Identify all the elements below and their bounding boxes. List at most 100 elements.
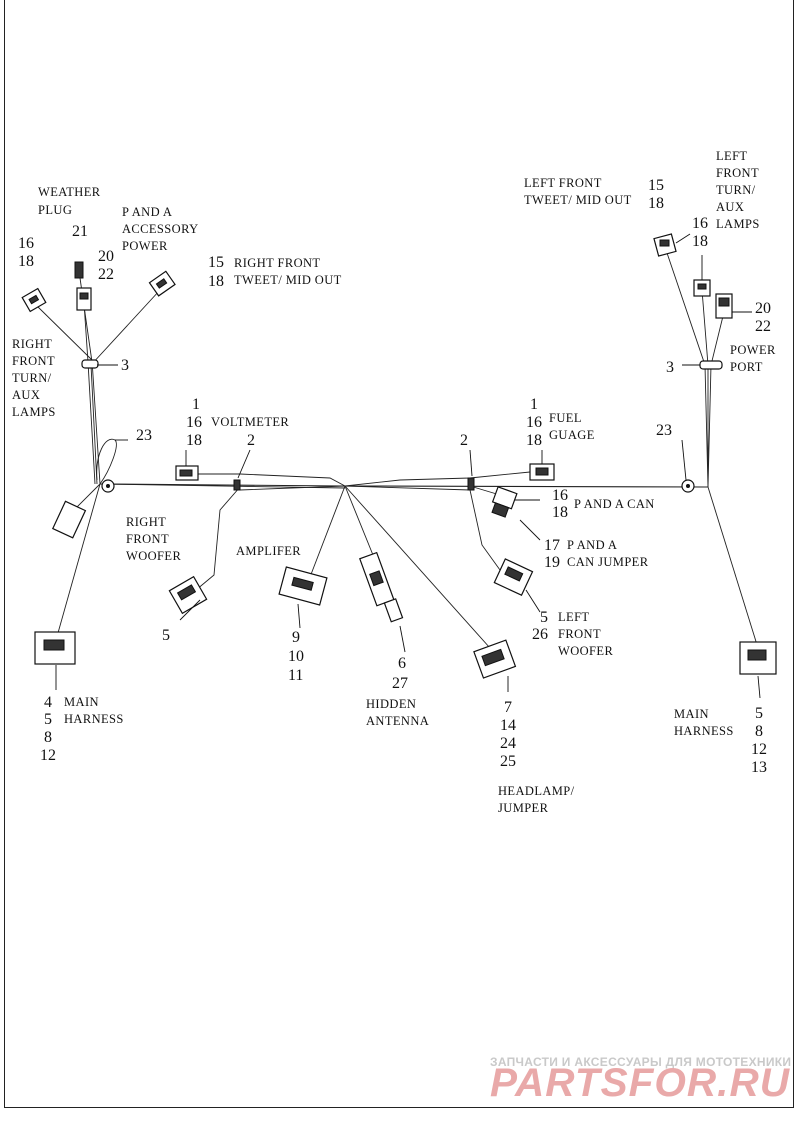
- label-accessory-power-3: POWER: [122, 239, 168, 253]
- label-main-harness-left-2: HARNESS: [64, 712, 124, 726]
- callout-left-front-turn-2: 18: [692, 233, 708, 250]
- callout-left-turn-2: 18: [18, 253, 34, 270]
- connector-accessory-power: [76, 287, 92, 311]
- label-accessory-power-1: P AND A: [122, 205, 172, 219]
- callout-left-clip: 3: [121, 357, 129, 374]
- connector-left-woofer: [493, 558, 534, 597]
- right-branch-wires: [665, 249, 759, 649]
- label-right-turn-1: RIGHT: [12, 337, 52, 351]
- label-right-tweet-1: RIGHT FRONT: [234, 256, 320, 270]
- connector-p-and-a-can: [491, 486, 518, 518]
- connector-left-front-turn: [693, 279, 711, 297]
- callout-antenna-2: 27: [392, 675, 408, 692]
- label-right-woofer-2: FRONT: [126, 532, 169, 546]
- label-left-woofer-1: LEFT: [558, 610, 589, 624]
- label-right-woofer-1: RIGHT: [126, 515, 166, 529]
- label-weather-plug-1: WEATHER: [38, 185, 101, 199]
- label-left-turn-2: FRONT: [716, 166, 759, 180]
- label-main-harness-left-1: MAIN: [64, 695, 99, 709]
- connector-weather-plug: [74, 261, 84, 279]
- callout-right-woofer: 5: [162, 627, 170, 644]
- callout-main-left-2: 5: [44, 711, 52, 728]
- watermark-tagline: ЗАПЧАСТИ И АКСЕССУАРЫ ДЛЯ МОТОТЕХНИКИ: [490, 1055, 791, 1069]
- connector-right-tweet: [148, 270, 176, 297]
- callout-numbers: 16 18 21 20 22 15 18 3 23 1 16 18 2 5 9 …: [18, 177, 771, 776]
- callout-accessory-power-2: 22: [98, 266, 114, 283]
- page-border: [4, 0, 794, 1108]
- label-right-tweet-2: TWEET/ MID OUT: [234, 273, 342, 287]
- label-amplifier: AMPLIFER: [236, 544, 301, 558]
- label-left-turn-4: AUX: [716, 200, 744, 214]
- fuel-clip: [467, 477, 475, 491]
- callout-headlamp-3: 24: [500, 735, 516, 752]
- connector-headlamp: [473, 639, 517, 679]
- label-accessory-power-2: ACCESSORY: [122, 222, 199, 236]
- leader-lines: [55, 233, 761, 699]
- label-voltmeter: VOLTMETER: [211, 415, 289, 429]
- callout-main-left-3: 8: [44, 729, 52, 746]
- callout-left-tweet-2: 18: [648, 195, 664, 212]
- connector-voltmeter: [175, 465, 199, 481]
- callout-left-grommet: 23: [136, 427, 152, 444]
- watermark: ЗАПЧАСТИ И АКСЕССУАРЫ ДЛЯ МОТОТЕХНИКИ PA…: [490, 1055, 791, 1105]
- callout-right-tweet-1: 15: [208, 254, 224, 271]
- callout-voltmeter-3: 18: [186, 432, 202, 449]
- callout-main-right-2: 8: [755, 723, 763, 740]
- right-grommet: [681, 479, 695, 493]
- callout-voltmeter-2: 16: [186, 414, 202, 431]
- lower-branch-wires: [195, 485, 501, 649]
- callout-main-left-4: 12: [40, 747, 56, 764]
- connector-right-woofer: [168, 575, 208, 615]
- callout-fuel-clip: 2: [460, 432, 468, 449]
- label-hidden-antenna-1: HIDDEN: [366, 697, 416, 711]
- label-right-woofer-3: WOOFER: [126, 549, 181, 563]
- label-left-tweet-2: TWEET/ MID OUT: [524, 193, 632, 207]
- label-left-turn-5: LAMPS: [716, 217, 760, 231]
- callout-main-right-4: 13: [751, 759, 767, 776]
- connector-left-tweet: [653, 233, 677, 257]
- label-main-harness-right-2: HARNESS: [674, 724, 734, 738]
- label-right-turn-5: LAMPS: [12, 405, 56, 419]
- label-weather-plug-2: PLUG: [38, 203, 72, 217]
- callout-amplifier-2: 10: [288, 648, 304, 665]
- label-headlamp-1: HEADLAMP/: [498, 784, 575, 798]
- callout-fuel-gauge-1: 1: [530, 396, 538, 413]
- label-can-jumper-1: P AND A: [567, 538, 617, 552]
- label-p-and-a-can: P AND A CAN: [574, 497, 655, 511]
- connector-main-right: [739, 641, 777, 675]
- watermark-logo: PARTSFOR.RU: [490, 1061, 790, 1105]
- callout-fuel-gauge-2: 16: [526, 414, 542, 431]
- callout-p-and-a-can-2: 18: [552, 504, 568, 521]
- label-left-turn-1: LEFT: [716, 149, 747, 163]
- callout-antenna-1: 6: [398, 655, 406, 672]
- label-right-turn-3: TURN/: [12, 371, 52, 385]
- label-power-port-2: PORT: [730, 360, 763, 374]
- callout-right-tweet-2: 18: [208, 273, 224, 290]
- callout-can-jumper-2: 19: [544, 554, 560, 571]
- callout-left-front-turn-1: 16: [692, 215, 708, 232]
- label-can-jumper-2: CAN JUMPER: [567, 555, 649, 569]
- callout-weather-plug: 21: [72, 223, 88, 240]
- label-hidden-antenna-2: ANTENNA: [366, 714, 429, 728]
- left-clip: [81, 359, 99, 369]
- label-power-port-1: POWER: [730, 343, 776, 357]
- left-branch-wires: [35, 277, 161, 641]
- callout-power-port-2: 22: [755, 318, 771, 335]
- connector-main-left: [34, 631, 76, 665]
- callout-left-woofer-2: 26: [532, 626, 548, 643]
- label-fuel-gauge-1: FUEL: [549, 411, 582, 425]
- label-headlamp-2: JUMPER: [498, 801, 549, 815]
- connector-left-turn: [21, 287, 47, 313]
- connector-fuel-gauge: [529, 463, 555, 481]
- connector-amplifier: [278, 566, 328, 606]
- callout-power-port-1: 20: [755, 300, 771, 317]
- callout-headlamp-2: 14: [500, 717, 516, 734]
- voltmeter-clip: [233, 479, 241, 491]
- label-right-turn-4: AUX: [12, 388, 40, 402]
- callout-headlamp-1: 7: [504, 699, 512, 716]
- label-left-woofer-3: WOOFER: [558, 644, 613, 658]
- callout-voltmeter-1: 1: [192, 396, 200, 413]
- label-left-tweet-1: LEFT FRONT: [524, 176, 602, 190]
- right-clip: [699, 360, 723, 370]
